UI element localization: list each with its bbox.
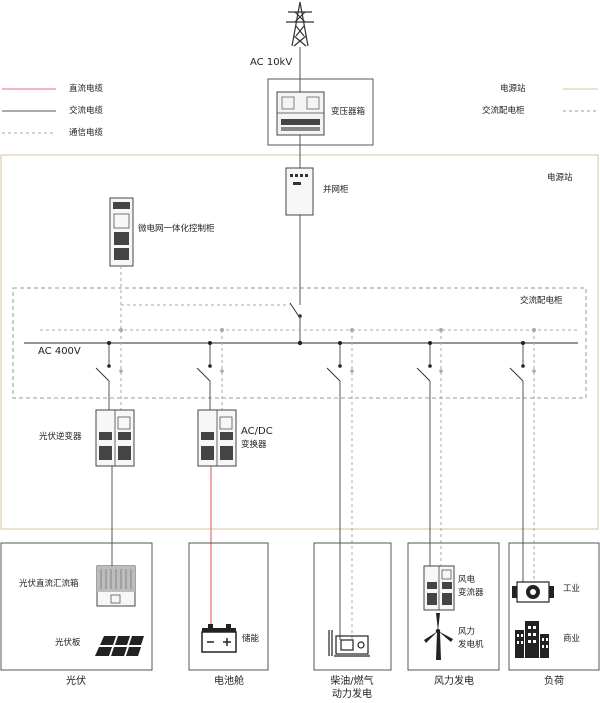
legend-ac-label: 交流电缆 xyxy=(69,106,104,116)
wind-branch xyxy=(416,330,443,566)
legend-dc-label: 直流电缆 xyxy=(69,84,104,94)
acdc-converter-label-1: AC/DC xyxy=(241,426,273,437)
wind-section-box xyxy=(407,542,500,671)
station-label: 电源站 xyxy=(547,173,573,183)
section-diesel-title-1: 柴油/燃气 xyxy=(330,676,374,687)
industry-label: 工业 xyxy=(563,584,581,594)
load-branch xyxy=(509,330,536,582)
section-diesel-title-2: 动力发电 xyxy=(332,689,372,700)
microgrid-cabinet-icon xyxy=(109,197,134,267)
factory-icon xyxy=(512,581,554,603)
acdc-converter-label-2: 变换器 xyxy=(241,440,267,450)
section-load-title: 负荷 xyxy=(544,676,564,687)
grid-cabinet-label: 并网柜 xyxy=(323,185,349,195)
pv-panel-label: 光伏板 xyxy=(55,638,81,648)
wind-turbine-icon xyxy=(424,613,453,660)
diesel-branch xyxy=(326,330,354,640)
bus-voltage-label: AC 400V xyxy=(38,346,81,357)
acdc-converter-icon xyxy=(197,409,237,467)
pv-section-box xyxy=(0,542,153,671)
battery-icon xyxy=(201,624,237,653)
ac-cabinet-label: 交流配电柜 xyxy=(520,296,563,306)
battery-section-box xyxy=(188,542,269,671)
grid-voltage-label: AC 10kV xyxy=(250,57,293,68)
pv-combiner-label: 光伏直流汇流箱 xyxy=(19,579,79,589)
wind-converter-icon xyxy=(423,565,455,611)
transmission-tower-icon xyxy=(286,1,314,47)
legend-station-label: 电源站 xyxy=(500,84,526,94)
transformer-box-label: 变压器箱 xyxy=(331,107,366,117)
commerce-label: 商业 xyxy=(563,634,581,644)
storage-label: 储能 xyxy=(242,634,260,644)
wind-generator-label-2: 发电机 xyxy=(458,640,484,650)
section-pv-title: 光伏 xyxy=(66,676,86,687)
section-wind-title: 风力发电 xyxy=(434,676,474,687)
microgrid-cabinet-label: 微电网一体化控制柜 xyxy=(138,224,215,234)
legend-cabinet-label: 交流配电柜 xyxy=(482,106,525,116)
solar-panel-icon xyxy=(95,636,144,656)
ac-cabinet-boundary xyxy=(12,287,587,399)
pv-inverter-label: 光伏逆变器 xyxy=(39,432,82,442)
wind-converter-label-1: 风电 xyxy=(458,575,476,585)
wind-generator-label-1: 风力 xyxy=(458,627,476,637)
pv-branch xyxy=(95,330,123,566)
acdc-branch xyxy=(196,330,224,626)
transformer-icon xyxy=(276,91,325,136)
load-section-box xyxy=(508,542,600,671)
building-icon xyxy=(515,621,549,658)
generator-icon xyxy=(328,630,370,657)
grid-cabinet-icon xyxy=(285,167,314,216)
pv-combiner-icon xyxy=(96,565,136,607)
diesel-section-box xyxy=(313,542,392,671)
section-battery-title: 电池舱 xyxy=(214,676,244,687)
legend-comm-label: 通信电缆 xyxy=(69,128,104,138)
pv-inverter-icon xyxy=(95,409,135,467)
transformer-box-frame xyxy=(267,78,374,146)
wind-converter-label-2: 变流器 xyxy=(458,588,484,598)
